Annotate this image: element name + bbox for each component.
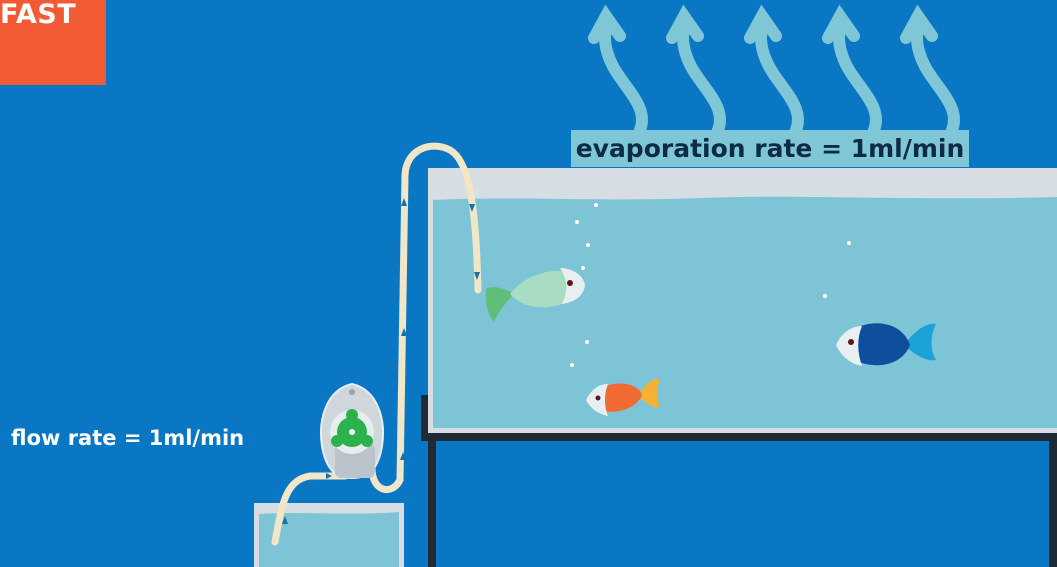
bubble-icon [585,340,589,344]
flow-rate-label: flow rate = 1ml/min [11,426,245,450]
evaporation-arrow-icon [744,4,804,136]
bubble-icon [581,266,585,270]
bubble-icon [847,241,851,245]
bubble-icon [594,203,598,207]
flow-direction-arrow-icon [474,272,480,280]
aquarium-tank [428,168,1057,433]
flow-direction-arrow-icon [326,473,332,479]
bubble-icon [823,294,827,298]
aquarium-stand [421,395,1057,567]
flow-direction-arrow-icon [400,452,406,460]
evaporation-arrows [588,4,960,136]
flow-direction-arrow-icon [469,204,475,212]
bubble-icon [586,243,590,247]
corner-tag-label: FAST [0,0,77,30]
evaporation-arrow-icon [822,4,882,136]
flow-direction-arrow-icon [401,198,407,206]
bubble-icon [570,363,574,367]
bubbles [570,203,851,367]
evaporation-arrow-icon [588,4,648,136]
fish-icon [836,323,936,366]
fish-icon [485,268,585,322]
flow-direction-arrows [282,198,480,524]
flow-direction-arrow-icon [282,516,288,524]
evaporation-arrow-icon [666,4,726,136]
peristaltic-pump-icon [320,382,384,480]
evaporation-arrow-icon [900,4,960,136]
flow-direction-arrow-icon [401,328,407,336]
fish-icon [586,378,660,416]
evaporation-rate-label: evaporation rate = 1ml/min [571,130,969,167]
bubble-icon [575,220,579,224]
corner-tag: FAST [0,0,106,85]
